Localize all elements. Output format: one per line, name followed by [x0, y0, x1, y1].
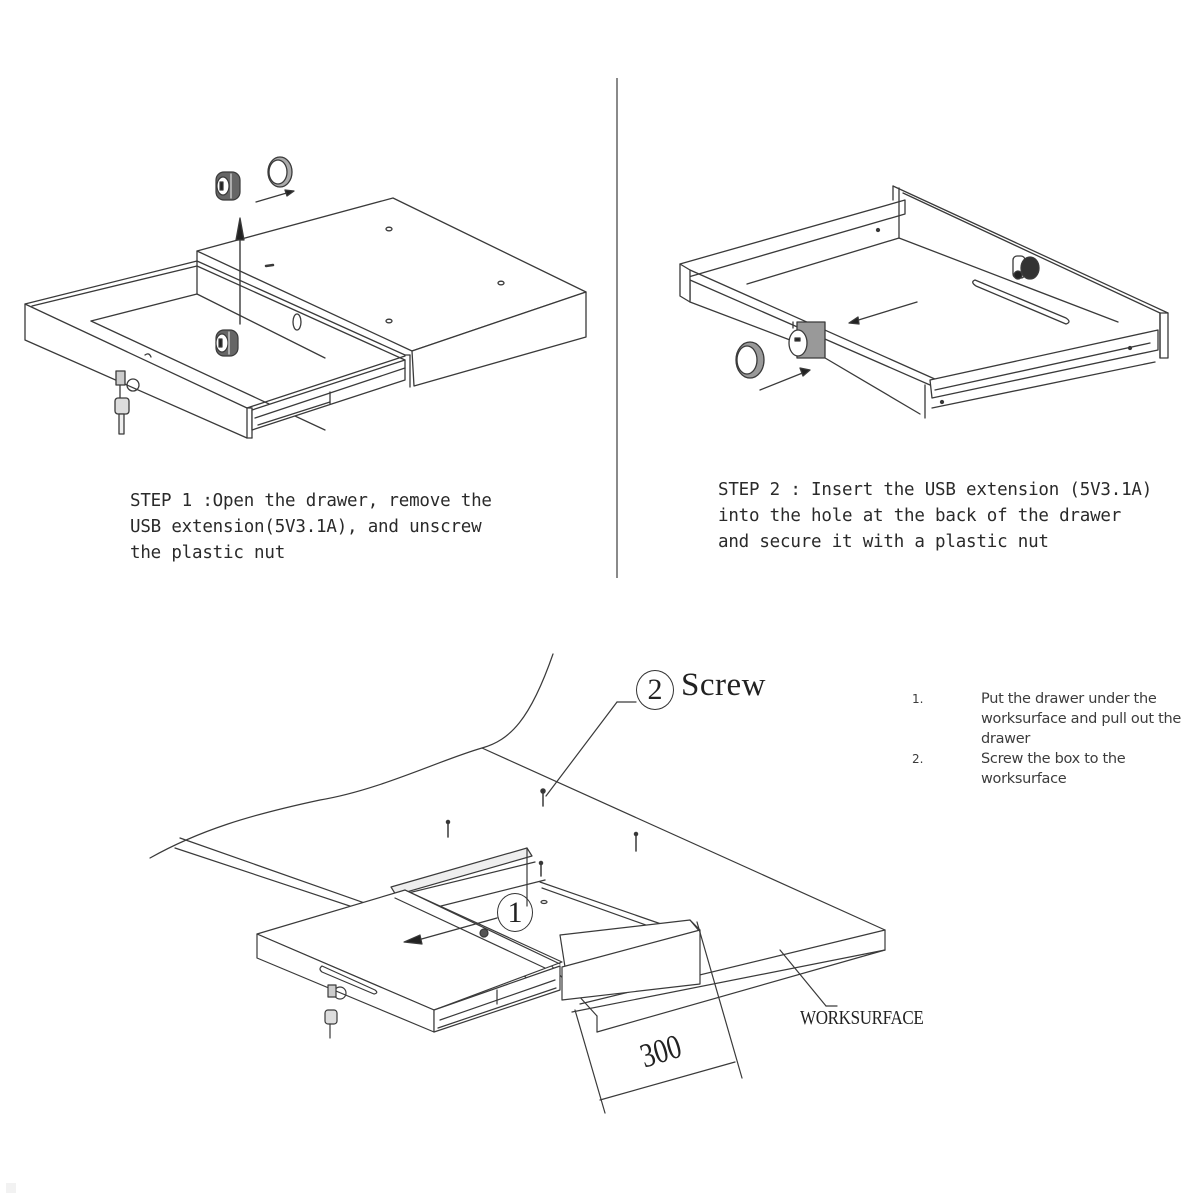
screw-icons	[445, 788, 639, 877]
instruction-text: Put the drawer under the worksurface and…	[981, 691, 1181, 747]
usb-extension-installed	[215, 329, 239, 357]
pull-out-arrow	[417, 917, 498, 941]
callout-circle-1: 1	[497, 893, 533, 932]
worksurface-break-line	[149, 653, 554, 859]
key-icon-step3	[324, 1009, 338, 1025]
cable-slot	[972, 279, 1070, 325]
instruction-number: 1.	[912, 692, 924, 706]
step3-instruction-list: 1. Put the drawer under the worksurface …	[912, 689, 1197, 789]
worksurface-label: WORKSURFACE	[800, 1007, 924, 1029]
instruction-item: 1. Put the drawer under the worksurface …	[912, 689, 1197, 749]
callout-circle-2: 2	[636, 670, 674, 710]
lock-icon	[126, 378, 140, 392]
plastic-nut	[267, 156, 293, 188]
step2-caption: STEP 2 : Insert the USB extension (5V3.1…	[718, 480, 1153, 552]
plastic-nut-step2	[735, 341, 765, 379]
instruction-item: 2. Screw the box to the worksurface	[912, 749, 1197, 789]
usb-extension-removed	[215, 171, 241, 201]
instruction-text: Screw the box to the worksurface	[981, 751, 1126, 787]
cabinet-front-panel	[561, 929, 701, 1001]
drawer-handle-slot	[319, 965, 378, 995]
slide-rail	[251, 359, 406, 431]
section-divider	[616, 78, 618, 578]
usb-extension-inserting	[788, 321, 826, 359]
screw-label: Screw	[681, 667, 766, 703]
cabinet-front-side	[411, 291, 587, 387]
usb-hole	[292, 313, 302, 331]
step1-caption: STEP 1 :Open the drawer, remove the USB …	[130, 491, 492, 563]
instruction-number: 2.	[912, 752, 924, 766]
usb-extension-installed-back	[1012, 255, 1040, 280]
corner-mark	[6, 1183, 16, 1193]
